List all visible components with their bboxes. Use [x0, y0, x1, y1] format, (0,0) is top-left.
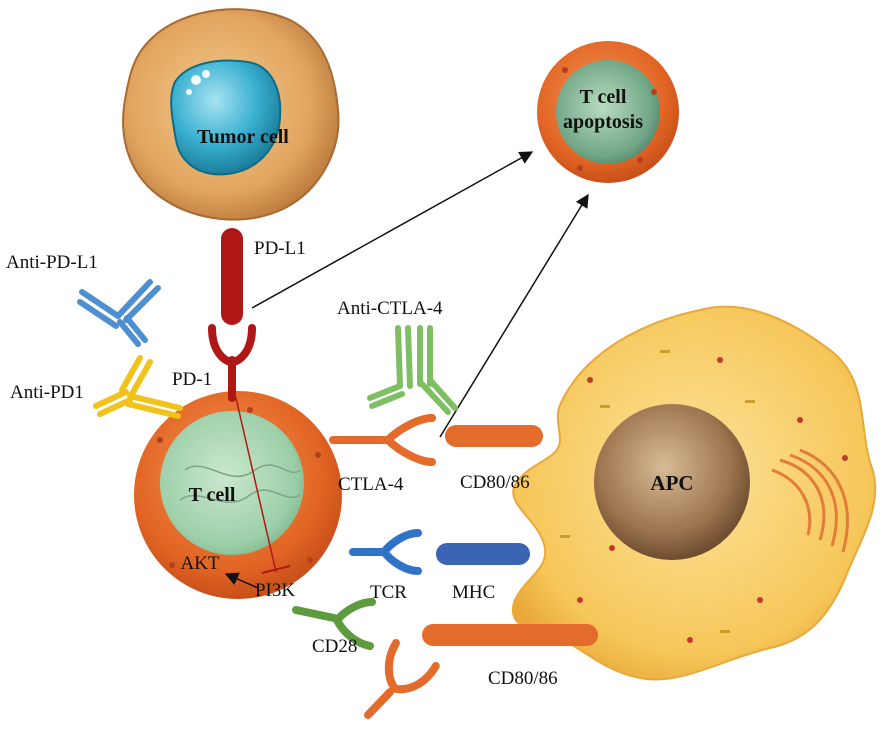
anti-pd1-label: Anti-PD1: [10, 382, 84, 403]
cd28-receptor: [292, 598, 376, 650]
apc-nucleus: [594, 404, 750, 560]
pi3k-akt-arrow: [224, 572, 259, 589]
cd80-86-top-ligand: [445, 425, 543, 447]
pd-1-label: PD-1: [172, 369, 212, 390]
anti-pd1-antibody: [93, 355, 183, 419]
apoptosis-label-line2: apoptosis: [563, 111, 643, 133]
cd80-86-bottom-ligand: [422, 624, 598, 646]
pd-l1-to-apoptosis-arrow: [251, 151, 534, 309]
bottom-receptor: [364, 639, 440, 719]
cd80-86-top-label: CD80/86: [460, 472, 530, 493]
t-cell-apoptosis: T cell apoptosis: [537, 41, 679, 183]
pd-l1-label: PD-L1: [254, 238, 306, 259]
mhc-label: MHC: [452, 582, 495, 603]
pd1-inhibition-line: [235, 397, 277, 573]
pd-l1-ligand: [221, 228, 243, 325]
tumor-cell-label: Tumor cell: [197, 126, 289, 148]
anti-pd-l1-antibody: [77, 279, 161, 347]
pi3k-label: PI3K: [255, 580, 295, 601]
inhibition-bar: [261, 565, 291, 574]
pd-1-receptor: [208, 324, 256, 402]
anti-ctla-4-label: Anti-CTLA-4: [337, 298, 443, 319]
apc-cell: APC: [511, 305, 877, 681]
t-cell: T cell AKT PI3K: [134, 391, 342, 601]
t-cell-nucleus: [160, 411, 304, 555]
ctla4-to-apoptosis-arrow: [439, 193, 589, 438]
apoptosis-label-line1: T cell: [580, 86, 627, 108]
ctla-4-receptor: [329, 414, 436, 466]
tumor-cell: Tumor cell: [122, 8, 340, 221]
tumor-nucleus: [170, 59, 282, 176]
t-cell-label: T cell: [189, 484, 236, 506]
ctla-4-label: CTLA-4: [338, 474, 404, 495]
tcr-label: TCR: [370, 582, 407, 603]
tcr-receptor: [349, 529, 422, 575]
mhc-ligand: [436, 543, 530, 565]
akt-label: AKT: [180, 553, 219, 574]
anti-pd-l1-label: Anti-PD-L1: [6, 252, 98, 273]
cd80-86-bottom-label: CD80/86: [488, 668, 558, 689]
apc-label: APC: [650, 471, 693, 495]
cd28-label: CD28: [312, 636, 357, 657]
anti-ctla-4-antibody: [367, 325, 458, 415]
